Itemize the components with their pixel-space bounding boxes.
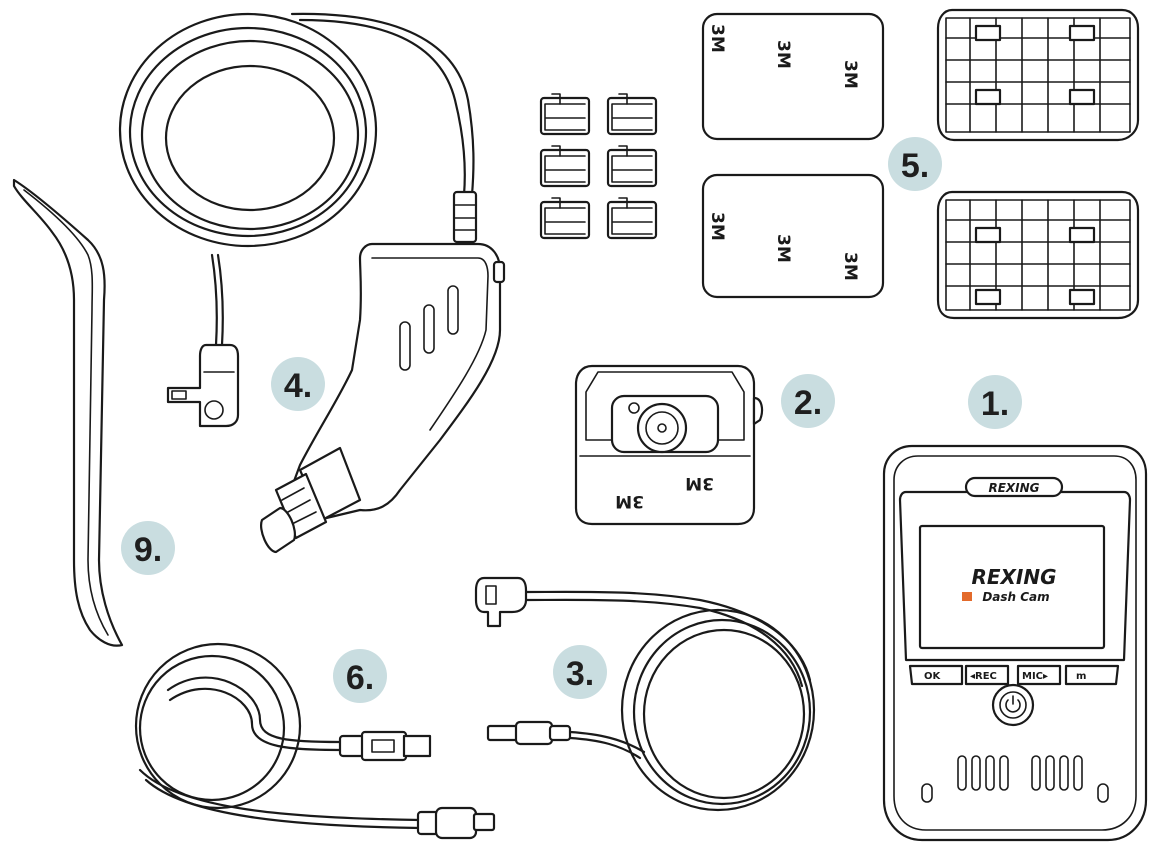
rec-button: ◂REC — [970, 671, 997, 682]
adhesive-mark: 3M — [773, 40, 793, 69]
cable-clip — [539, 93, 591, 136]
svg-text:6.: 6. — [346, 659, 374, 697]
label-badge-6: 6. — [333, 649, 387, 703]
adhesive-mark: 3M — [840, 252, 860, 281]
svg-text:4.: 4. — [284, 367, 312, 405]
cable-clip — [606, 93, 658, 136]
adhesive-mark: 3M — [773, 234, 793, 263]
cable-strain-relief — [452, 190, 478, 244]
adhesive-pad-grid — [936, 8, 1140, 142]
usb-cable-long — [134, 642, 496, 840]
mini-usb-right-angle-plug — [166, 343, 240, 428]
cable-clip — [539, 197, 591, 240]
screen-subtitle: Dash Cam — [982, 590, 1049, 604]
mic-button: MIC▸ — [1022, 671, 1048, 682]
svg-text:5.: 5. — [901, 147, 929, 185]
adhesive-mark: 3M — [840, 60, 860, 89]
cable-clips — [539, 93, 658, 240]
usb-cable-short — [474, 576, 816, 812]
mount-adhesive-mark: 3M — [685, 473, 714, 493]
power-icon — [1005, 695, 1021, 713]
adhesive-mark: 3M — [707, 212, 727, 241]
cable-clip — [606, 145, 658, 188]
label-badge-4: 4. — [271, 357, 325, 411]
speaker-grille — [957, 755, 1083, 791]
pry-tool — [12, 178, 124, 647]
screen-brand: REXING — [971, 565, 1056, 589]
svg-text:3.: 3. — [566, 655, 594, 693]
svg-text:1.: 1. — [981, 385, 1009, 423]
mount-adhesive-mark: 3M — [615, 491, 644, 511]
label-badge-9: 9. — [121, 521, 175, 575]
mode-button: m — [1076, 671, 1086, 682]
adhesive-sheet: 3M 3M 3M — [701, 12, 885, 141]
screen-logo-stripes — [962, 592, 972, 601]
label-badge-5: 5. — [888, 137, 942, 191]
label-badge-2: 2. — [781, 374, 835, 428]
dash-cam: REXING REXING Dash Cam OK ◂REC MIC▸ m — [882, 444, 1148, 842]
cable-clip — [539, 145, 591, 188]
adhesive-sheet: 3M 3M 3M — [701, 173, 885, 299]
cable-clip — [606, 197, 658, 240]
car-charger-body — [260, 242, 506, 554]
ok-button: OK — [924, 671, 942, 682]
label-badge-1: 1. — [968, 375, 1022, 429]
car-charger-cable — [118, 12, 475, 347]
svg-text:9.: 9. — [134, 531, 162, 569]
svg-text:2.: 2. — [794, 384, 822, 422]
dashcam-brand-logo: REXING — [988, 481, 1039, 495]
adhesive-pad-grid — [936, 190, 1140, 320]
label-badge-3: 3. — [553, 645, 607, 699]
adhesive-mark: 3M — [707, 24, 727, 53]
windshield-mount: 3M 3M — [574, 364, 764, 526]
